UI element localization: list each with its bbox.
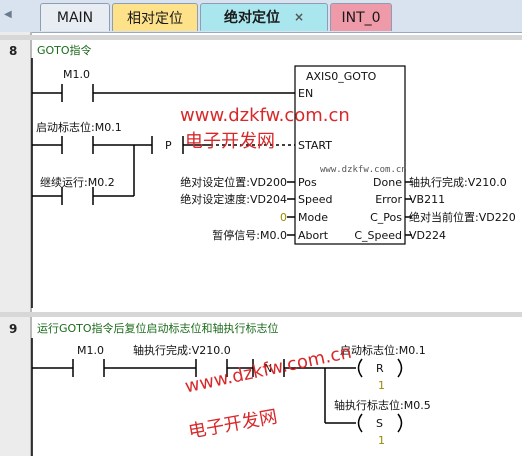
tab-absolute-positioning[interactable]: 绝对定位 × xyxy=(200,3,328,31)
pin-c-speed: C_Speed xyxy=(354,229,402,242)
coil-reset-operand[interactable]: 启动标志位:M0.1 xyxy=(340,344,426,357)
coil-set-count[interactable]: 1 xyxy=(378,434,385,447)
network-separator xyxy=(0,312,522,317)
network-number-8: 8 xyxy=(9,44,18,58)
network-9-comment[interactable]: 运行GOTO指令后复位启动标志位和轴执行标志位 xyxy=(37,322,279,335)
output-done-operand[interactable]: 轴执行完成:V210.0 xyxy=(409,176,507,189)
input-speed-operand[interactable]: 绝对设定速度:VD204 xyxy=(180,193,287,206)
input-pos-operand[interactable]: 绝对设定位置:VD200 xyxy=(180,176,287,189)
contact-m1-0-net9[interactable]: M1.0 xyxy=(77,344,104,357)
tab-bar: ◀ MAIN 相对定位 绝对定位 × INT_0 xyxy=(0,0,522,33)
contact-continue-run[interactable]: 继续运行:M0.2 xyxy=(40,176,115,189)
negative-edge-label: N xyxy=(264,362,273,375)
contact-start-flag[interactable]: 启动标志位:M0.1 xyxy=(36,121,122,134)
coil-set-op: S xyxy=(376,417,383,430)
contact-m1-0[interactable]: M1.0 xyxy=(63,68,90,81)
tab-int0-label: INT_0 xyxy=(341,9,381,26)
pin-pos: Pos xyxy=(298,176,317,189)
positive-edge-label: P xyxy=(165,139,172,152)
tab-main[interactable]: MAIN xyxy=(40,3,110,31)
output-error-operand[interactable]: VB211 xyxy=(409,193,446,206)
pin-en: EN xyxy=(298,87,314,100)
coil-reset-count[interactable]: 1 xyxy=(378,379,385,392)
input-mode-operand[interactable]: 0 xyxy=(280,211,287,224)
pin-speed: Speed xyxy=(298,193,333,206)
contact-axis-done[interactable]: 轴执行完成:V210.0 xyxy=(133,344,231,357)
watermark-url-small: www.dzkfw.com.cn xyxy=(320,165,407,175)
block-title[interactable]: AXIS0_GOTO xyxy=(306,70,377,83)
tab-int0[interactable]: INT_0 xyxy=(330,3,392,31)
pin-c-pos: C_Pos xyxy=(370,211,402,224)
watermark-cn: 电子开发网 xyxy=(185,131,275,152)
output-cspeed-operand[interactable]: VD224 xyxy=(409,229,446,242)
coil-set-operand[interactable]: 轴执行标志位:M0.5 xyxy=(334,399,431,412)
network-8-comment[interactable]: GOTO指令 xyxy=(37,44,92,57)
output-cpos-operand[interactable]: 绝对当前位置:VD220 xyxy=(409,211,516,224)
tab-absolute-label: 绝对定位 xyxy=(223,10,280,26)
tab-main-label: MAIN xyxy=(56,9,94,26)
tab-relative-label: 相对定位 xyxy=(127,10,183,27)
pin-done: Done xyxy=(373,176,402,189)
pin-start: START xyxy=(298,139,332,152)
pin-abort: Abort xyxy=(298,229,329,242)
input-abort-operand[interactable]: 暂停信号:M0.0 xyxy=(212,229,287,242)
network-gutter xyxy=(0,32,32,456)
pin-mode: Mode xyxy=(298,211,328,224)
pin-error: Error xyxy=(375,193,402,206)
watermark-url: www.dzkfw.com.cn xyxy=(180,105,350,126)
scroll-left-icon[interactable]: ◀ xyxy=(4,9,12,20)
network-number-9: 9 xyxy=(9,322,18,336)
network-separator xyxy=(0,35,522,40)
close-tab-icon[interactable]: × xyxy=(293,10,305,24)
tab-relative-positioning[interactable]: 相对定位 xyxy=(112,3,198,31)
coil-reset-op: R xyxy=(376,362,384,375)
